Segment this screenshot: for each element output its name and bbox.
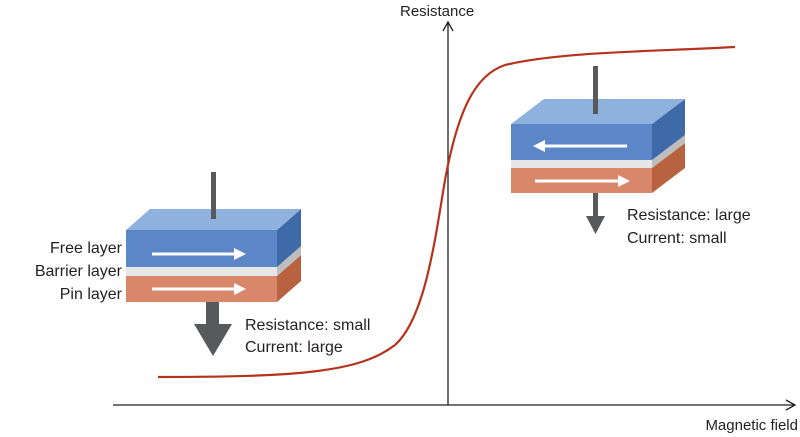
free-layer-front: [126, 230, 277, 267]
pin-layer-side: [652, 143, 685, 193]
pin-arrowhead: [234, 283, 246, 295]
left-resistance-text: Resistance: small: [245, 317, 370, 334]
barrier-layer-label: Barrier layer: [35, 263, 123, 280]
free-layer-top: [126, 209, 301, 230]
free-layer-side: [277, 209, 301, 267]
left-mtj-stack: [126, 172, 301, 356]
top-terminal: [593, 66, 598, 114]
barrier-layer-side: [652, 135, 685, 168]
x-axis-label: Magnetic field: [705, 417, 798, 434]
pin-layer-label: Pin layer: [60, 286, 123, 303]
top-terminal: [211, 172, 216, 219]
barrier-layer-front: [126, 267, 277, 276]
right-resistance-text: Resistance: large: [627, 207, 751, 224]
free-arrowhead: [533, 140, 545, 152]
current-arrow-shaft: [206, 302, 219, 324]
free-layer-label: Free layer: [50, 240, 123, 257]
resistance-curve: [157, 45, 736, 379]
y-axis-label: Resistance: [400, 3, 474, 20]
free-layer-side: [652, 99, 685, 160]
current-arrow-head-small: [586, 216, 605, 234]
current-arrow-shaft: [593, 193, 598, 216]
barrier-layer-front: [511, 160, 652, 168]
right-current-text: Current: small: [627, 230, 727, 247]
pin-layer-side: [277, 255, 301, 302]
free-layer-front: [511, 124, 652, 160]
right-mtj-stack: [511, 66, 685, 234]
barrier-layer-side: [277, 246, 301, 276]
left-current-text: Current: large: [245, 339, 343, 356]
current-arrow-head-large: [194, 324, 232, 356]
pin-arrowhead: [618, 175, 630, 187]
free-arrowhead: [234, 248, 246, 260]
